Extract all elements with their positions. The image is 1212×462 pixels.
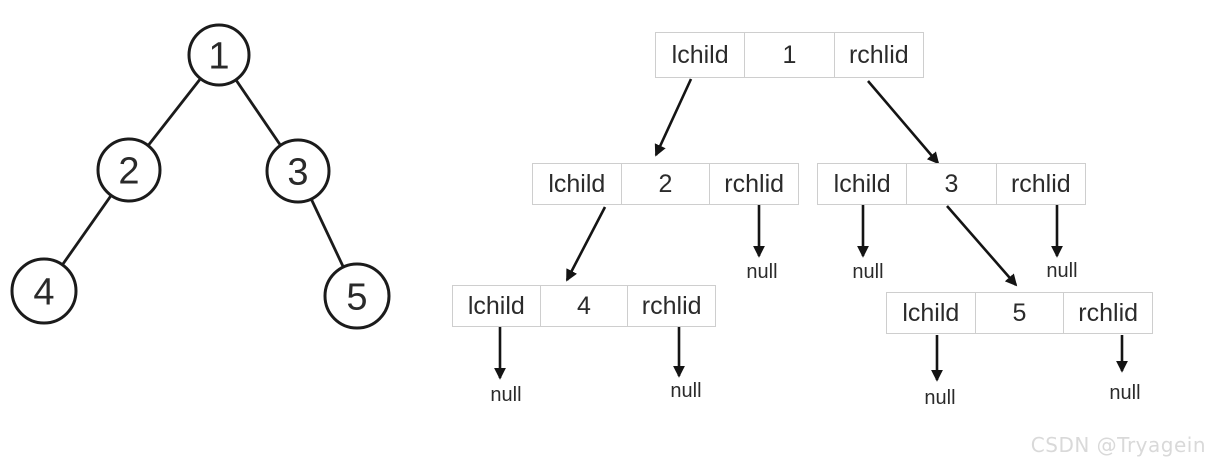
tree-node-circle-4 (10, 257, 78, 325)
list-node-3-rchild-cell: rchlid (1010, 169, 1071, 198)
list-node-3: lchild 3 rchlid (817, 163, 1086, 205)
tree-node-value-3: 3 (287, 151, 308, 193)
list-node-3-lchild-cell: lchild (818, 164, 908, 204)
null-label-node3-rchild: null (1046, 260, 1078, 282)
list-node-5-rchild-cell: rchlid (1078, 298, 1139, 327)
tree-nodes: 1 2 3 4 5 (10, 23, 391, 330)
list-node-5-value-cell: 5 (976, 293, 1065, 333)
list-node-4-lchild-cell: lchild (453, 286, 541, 326)
arrow-node2-lchild-to-node4 (565, 206, 607, 282)
tree-node-circle-3 (265, 138, 331, 204)
null-label-node4-rchild: null (670, 380, 702, 402)
list-node-3-value-cell: 3 (907, 164, 997, 204)
arrow-node1-rchild-to-node3 (867, 80, 940, 165)
list-node-1-value-cell: 1 (745, 33, 835, 77)
list-node-4-rchild-cell: rchlid (641, 291, 702, 320)
list-node-2-lchild-cell: lchild (533, 164, 622, 204)
tree-node-circle-1 (187, 23, 251, 87)
arrow-node1-lchild-to-node2 (654, 78, 693, 157)
null-label-node3-lchild: null (852, 261, 884, 283)
pointer-arrows (494, 78, 1128, 382)
list-node-2-rchild-cell: rchlid (724, 169, 785, 198)
list-node-1: lchild 1 rchlid (655, 32, 924, 78)
list-node-5-lchild-cell: lchild (887, 293, 976, 333)
list-node-2-value-cell: 2 (622, 164, 711, 204)
tree-node-value-2: 2 (118, 150, 139, 192)
tree-node-value-5: 5 (346, 276, 367, 318)
null-label-node4-lchild: null (490, 384, 522, 406)
watermark-text: CSDN @Tryagein (1030, 433, 1206, 457)
list-node-1-lchild-cell: lchild (656, 33, 746, 77)
list-node-2: lchild 2 rchlid (532, 163, 799, 205)
list-node-5: lchild 5 rchlid (886, 292, 1153, 334)
null-label-node5-rchild: null (1109, 382, 1141, 404)
null-label-node2-rchild: null (746, 261, 778, 283)
null-label-node5-lchild: null (924, 387, 956, 409)
tree-node-circle-2 (96, 137, 162, 203)
list-node-4-value-cell: 4 (541, 286, 629, 326)
tree-node-value-4: 4 (33, 271, 54, 313)
tree-node-circle-5 (323, 262, 391, 330)
tree-node-value-1: 1 (208, 35, 229, 77)
list-node-4: lchild 4 rchlid (452, 285, 716, 327)
list-node-1-rchild-cell: rchlid (848, 40, 909, 69)
arrow-node3-to-node5 (946, 205, 1018, 287)
